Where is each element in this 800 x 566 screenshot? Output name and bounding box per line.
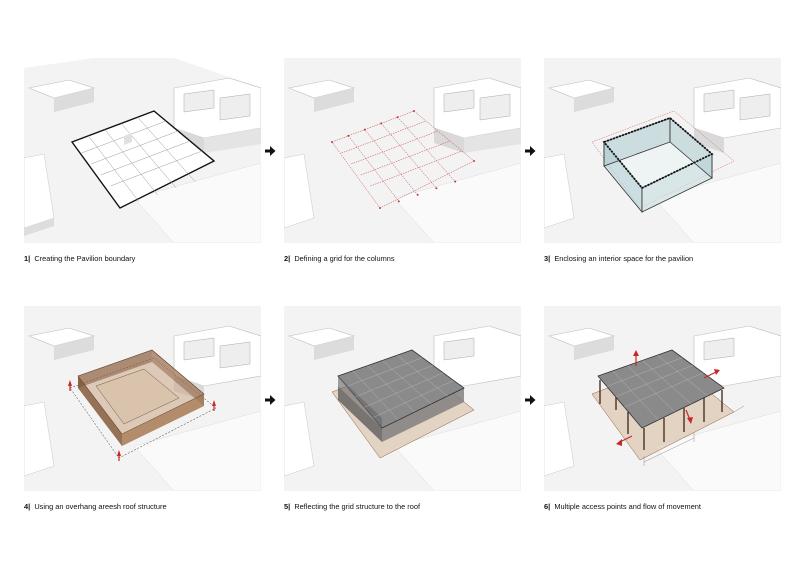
site-boundary — [69, 357, 217, 459]
step-caption-6: 6| Multiple access points and flow of mo… — [544, 502, 701, 511]
diagram-panel-1 — [24, 58, 261, 243]
arrow-right-icon — [523, 393, 537, 407]
pavilion-boundary — [70, 110, 216, 209]
step-caption-2: 2| Defining a grid for the columns — [284, 254, 395, 263]
step-label: Using an overhang areesh roof structure — [34, 502, 167, 511]
step-label: Reflecting the grid structure to the roo… — [294, 502, 421, 511]
grid-roof — [337, 349, 465, 442]
arrow-right-icon — [263, 393, 277, 407]
diagram-panel-2 — [284, 58, 521, 243]
step-caption-3: 3| Enclosing an interior space for the p… — [544, 254, 693, 263]
access-flow-drawing — [544, 325, 781, 491]
step-number: 6 — [544, 502, 549, 511]
step-separator: | — [28, 502, 31, 511]
diagram-panel-3 — [544, 58, 781, 243]
arrow-right-icon — [523, 144, 537, 158]
step-caption-5: 5| Reflecting the grid structure to the … — [284, 502, 420, 511]
areesh-roof — [77, 349, 205, 446]
step-separator: | — [288, 254, 291, 263]
step-number: 2 — [284, 254, 289, 263]
arrow-right-icon — [263, 144, 277, 158]
roof-grid-lines — [606, 355, 708, 421]
grid-roof — [597, 349, 725, 429]
overhang-roof-drawing — [24, 325, 261, 491]
column-grid-drawing — [284, 77, 521, 243]
step-separator: | — [28, 254, 31, 263]
step-label: Enclosing an interior space for the pavi… — [554, 254, 694, 263]
step-caption-1: 1| Creating the Pavilion boundary — [24, 254, 135, 263]
context-buildings — [544, 77, 781, 243]
column-points — [331, 110, 475, 209]
diagram-panel-6 — [544, 306, 781, 491]
roof-grid-drawing — [284, 325, 521, 491]
context-buildings — [24, 58, 261, 243]
step-number: 5 — [284, 502, 289, 511]
step-caption-4: 4| Using an overhang areesh roof structu… — [24, 502, 167, 511]
interior-enclosure-drawing — [544, 77, 781, 243]
context-buildings — [24, 325, 261, 491]
step-separator: | — [548, 254, 551, 263]
step-number: 3 — [544, 254, 549, 263]
context-buildings — [284, 77, 521, 243]
pavilion-boundary-drawing — [24, 58, 261, 243]
step-number: 1 — [24, 254, 29, 263]
access-arrows — [616, 350, 720, 446]
step-label: Creating the Pavilion boundary — [34, 254, 136, 263]
diagram-panel-4 — [24, 306, 261, 491]
dimension-lines — [643, 405, 745, 466]
step-number: 4 — [24, 502, 29, 511]
step-separator: | — [288, 502, 291, 511]
context-buildings — [284, 325, 521, 491]
step-label: Multiple access points and flow of movem… — [554, 502, 701, 511]
step-label: Defining a grid for the columns — [294, 254, 395, 263]
step-separator: | — [548, 502, 551, 511]
glass-enclosure — [602, 116, 714, 214]
corner-markers — [68, 380, 216, 461]
diagram-panel-5 — [284, 306, 521, 491]
